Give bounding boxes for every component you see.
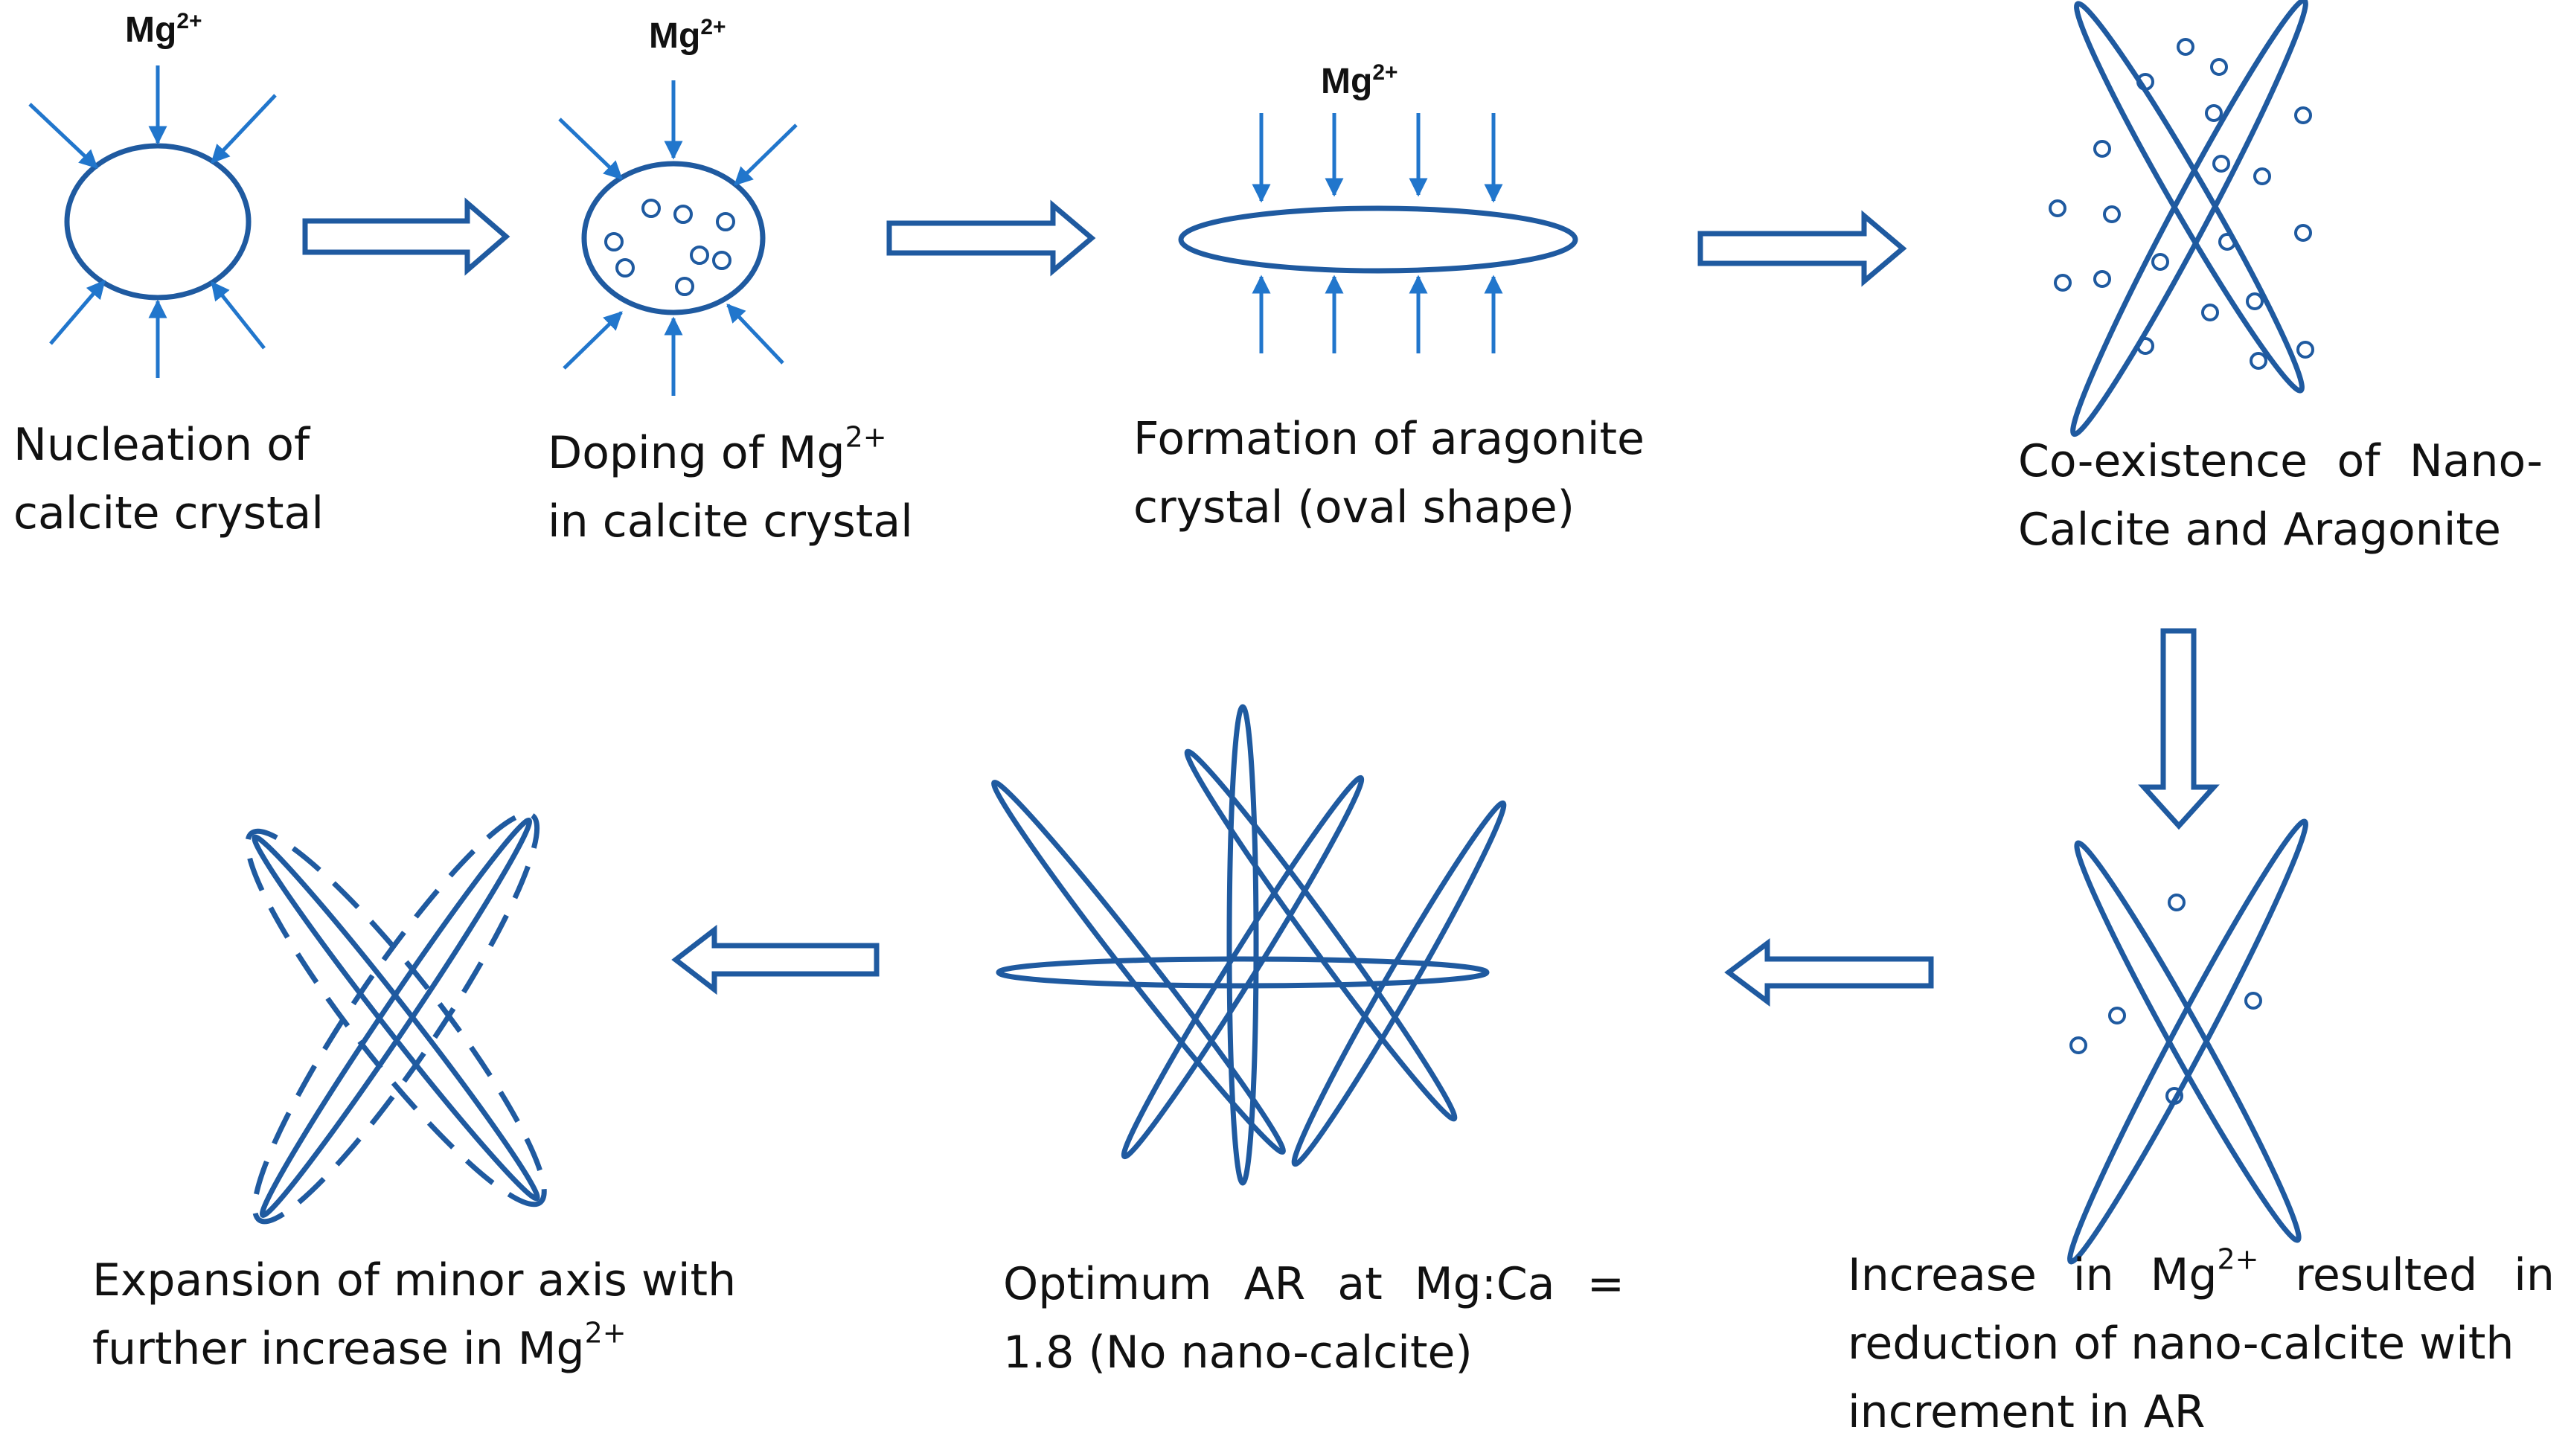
doped-calcite-crystal [581,161,766,315]
calcite-nucleus [64,143,252,301]
aragonite-needle [2074,1,2305,394]
aragonite-needle [259,818,533,1218]
mg-ion-label: Mg2+ [649,15,726,56]
caption-line: in calcite crystal [548,496,913,548]
caption-line: reduction of nano-calcite with [1848,1318,2514,1370]
caption-line: Formation of aragonite [1133,413,1645,465]
aragonite-needle [252,834,540,1202]
aragonite-needle [991,780,1286,1155]
mg-ion-label: Mg2+ [1321,60,1398,101]
aragonite-oval-crystal [1178,205,1578,274]
flow-arrow-1 [302,197,510,276]
caption-line: further increase in Mg2+ [92,1316,627,1376]
caption-doping: Doping of Mg2+ in calcite crystal [548,419,913,556]
nano-calcite-particles [2049,38,2314,370]
aragonite-needle [2074,840,2302,1243]
aragonite-needle [996,956,1490,989]
stage-expansion-graphic [245,811,547,1225]
mg-ion-arrows [1252,113,1503,353]
nano-calcite-particles [2069,894,2262,1105]
expanded-needle-outline [252,811,540,1225]
mg-dopant-ions [604,199,735,296]
caption-line: 1.8 (No nano-calcite) [1003,1327,1473,1379]
flow-arrow-3 [1697,210,1907,287]
flow-arrow-6 [671,924,880,995]
stage-increase-graphic [2067,818,2308,1265]
caption-line: calcite crystal [13,487,324,539]
aragonite-needle [2067,818,2308,1265]
stage-coexistence-graphic [2049,0,2314,437]
aragonite-needle [1121,774,1365,1160]
stage-formation-graphic: Mg2+ [1178,60,1578,353]
caption-line: Nucleation of [13,419,310,471]
caption-line: Expansion of minor axis with [92,1254,737,1306]
aragonite-needle [1226,704,1259,1186]
mg-ion-label: Mg2+ [125,9,202,50]
caption-formation: Formation of aragonite crystal (oval sha… [1133,405,1645,542]
flow-arrow-2 [886,199,1096,277]
expanded-needle-outline [245,828,547,1208]
stage-doping-graphic: Mg2+ [558,15,798,396]
caption-line: Calcite and Aragonite [2018,504,2501,556]
stage-optimum-graphic [991,704,1507,1186]
flow-arrow-4 [2138,628,2220,830]
aragonite-needle [1184,748,1458,1122]
aragonite-needle [1291,800,1507,1167]
stage-nucleation-graphic: Mg2+ [28,9,277,378]
caption-nucleation: Nucleation of calcite crystal [13,411,324,548]
caption-line: Doping of Mg2+ [548,420,887,480]
caption-expansion: Expansion of minor axis with further inc… [92,1246,736,1383]
caption-line: crystal (oval shape) [1133,481,1575,533]
caption-line: increment in AR [1848,1386,2206,1438]
flow-arrow-5 [1724,938,1934,1007]
mg-ion-arrows [28,65,277,378]
mg-ion-arrows [558,80,798,396]
